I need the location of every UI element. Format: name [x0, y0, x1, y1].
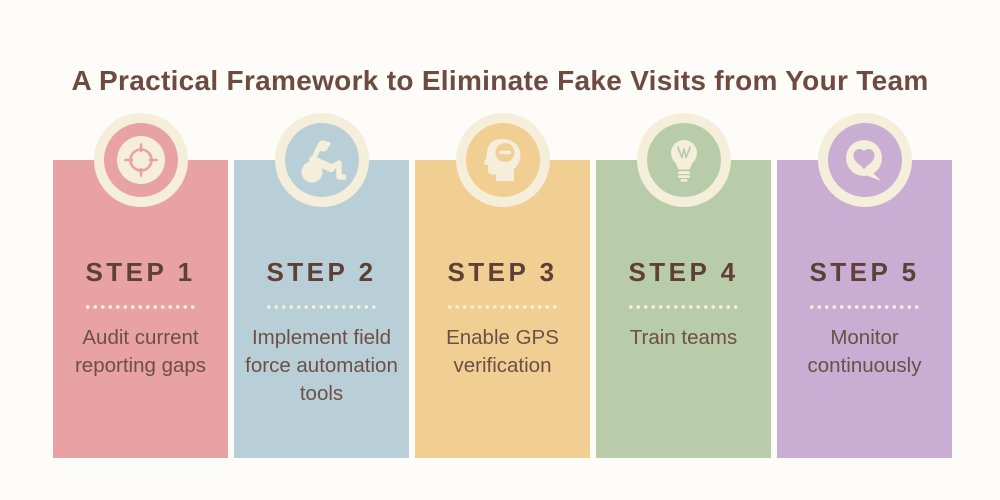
- dotted-divider: [445, 305, 560, 309]
- step-description: Implement field force automation tools: [245, 326, 398, 405]
- step-card-2: STEP 2 Implement field force automation …: [234, 113, 409, 458]
- head-minus-icon: [465, 123, 540, 197]
- step-description: Monitor continuously: [807, 326, 922, 377]
- heart-speech-bubble-icon: [827, 123, 902, 197]
- step-label: STEP 3: [447, 257, 558, 287]
- dotted-divider: [626, 305, 741, 309]
- step-card-4: STEP 4 Train teams: [596, 113, 771, 458]
- icon-badge: [455, 113, 550, 207]
- step-label: STEP 2: [266, 257, 377, 287]
- page-title: A Practical Framework to Eliminate Fake …: [71, 64, 929, 96]
- step-label: STEP 5: [809, 257, 920, 287]
- lightbulb-icon: [646, 123, 721, 197]
- icon-badge: [274, 113, 369, 207]
- step-card-5: STEP 5 Monitor continuously: [777, 113, 952, 458]
- dotted-divider: [807, 305, 922, 309]
- icon-badge: [93, 113, 188, 207]
- step-description: Audit current reporting gaps: [74, 326, 207, 377]
- step-description: Train teams: [629, 326, 738, 349]
- dotted-divider: [264, 305, 379, 309]
- step-card-1: STEP 1 Audit current reporting gaps: [53, 113, 228, 458]
- exercise-ball-person-icon: [284, 123, 359, 197]
- dotted-divider: [83, 305, 198, 309]
- step-description: Enable GPS verification: [446, 326, 559, 377]
- icon-badge: [817, 113, 912, 207]
- icon-badge: [636, 113, 731, 207]
- step-label: STEP 4: [628, 257, 739, 287]
- step-card-3: STEP 3 Enable GPS verification: [415, 113, 590, 458]
- steps-row: STEP 1 Audit current reporting gaps STEP…: [53, 113, 952, 458]
- step-label: STEP 1: [85, 257, 196, 287]
- target-icon: [103, 123, 178, 197]
